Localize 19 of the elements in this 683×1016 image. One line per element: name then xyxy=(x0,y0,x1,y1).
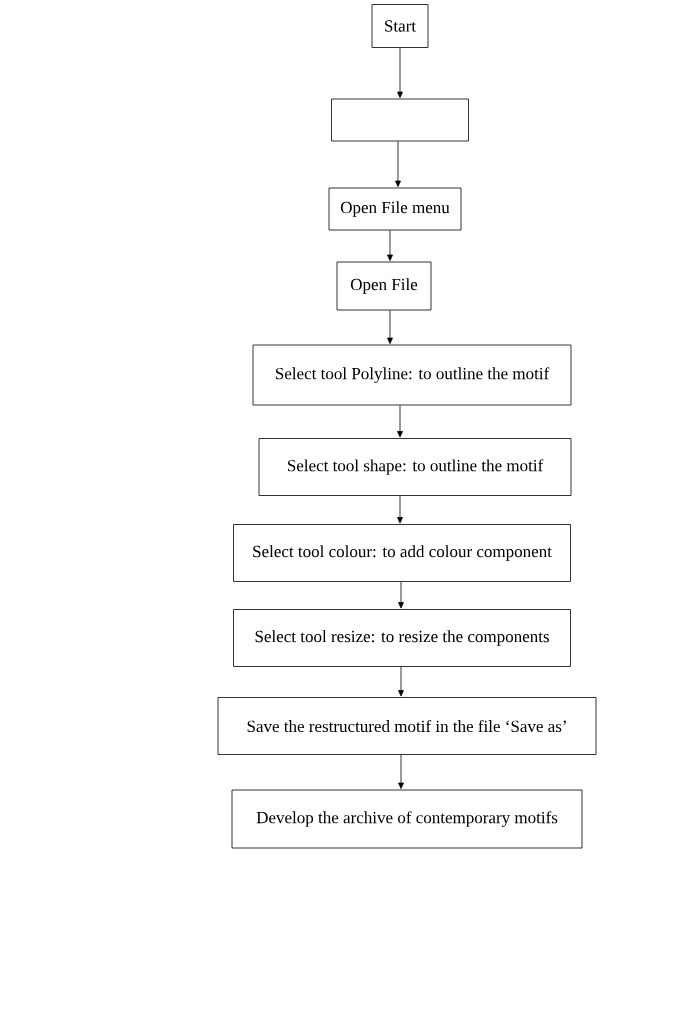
arrow xyxy=(397,47,403,98)
process-box: Open File xyxy=(336,261,432,311)
process-box: Open File menu xyxy=(328,187,462,231)
process-box: Select tool Polyline: to outline the motif xyxy=(252,344,572,406)
arrow xyxy=(387,310,393,344)
process-box: Select tool colour: to add colour component xyxy=(233,524,571,582)
arrow xyxy=(398,666,404,697)
process-box: Select tool resize: to resize the components xyxy=(233,609,571,667)
process-box: Start xyxy=(371,4,429,48)
process-box: Select tool shape: to outline the motif xyxy=(258,438,572,496)
arrow xyxy=(395,141,401,187)
arrow xyxy=(397,495,403,524)
arrow xyxy=(397,405,403,438)
process-box: Save the restructured motif in the file ‘Save as’ xyxy=(217,697,597,755)
arrow xyxy=(387,230,393,261)
arrow xyxy=(398,754,404,789)
process-box: Develop the archive of contemporary motifs xyxy=(231,789,583,849)
arrow xyxy=(398,581,404,609)
empty-box xyxy=(331,98,469,142)
